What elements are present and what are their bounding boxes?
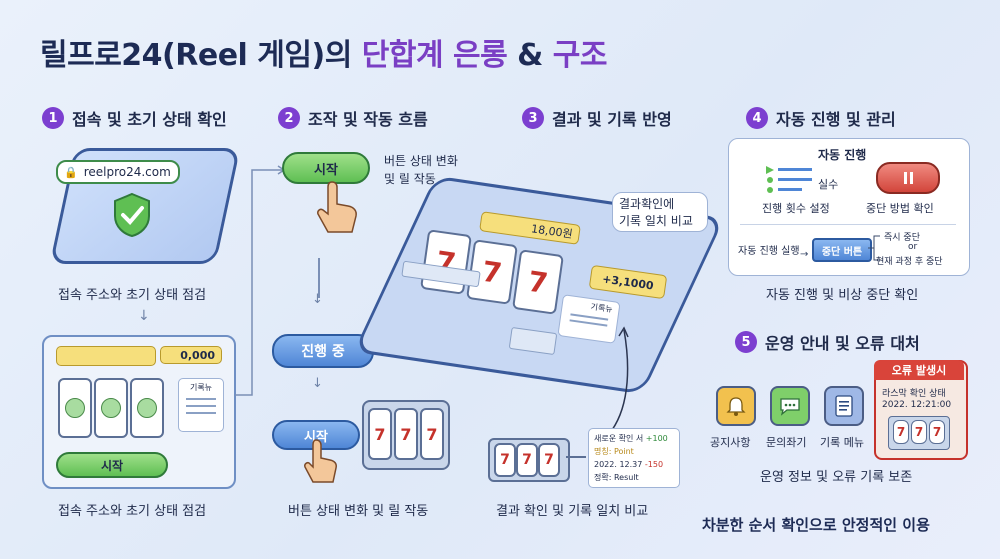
s4-stop-button[interactable]: 중단 버튼 [812, 238, 872, 262]
s1-start-button[interactable]: 시작 [56, 452, 168, 478]
s2-note-line1: 버튼 상태 변화 [384, 154, 458, 168]
s2-caption: 버튼 상태 변화 및 릴 작동 [288, 504, 429, 519]
s1-balance: 0,000 [160, 346, 222, 364]
document-list-icon[interactable] [824, 386, 864, 426]
s4-stop-label: 중단 방법 확인 [866, 202, 934, 215]
s5-caption: 운영 정보 및 오류 기록 보존 [760, 470, 913, 485]
s2-reel-2: 7 [394, 408, 418, 460]
s3-mini-reel-1: 7 [494, 443, 516, 477]
s1-bet-field [56, 346, 156, 366]
arrow-down-icon: ↓ [138, 308, 150, 324]
s5-record-menu-label: 기록 메뉴 [820, 436, 864, 449]
pause-icon [903, 172, 913, 184]
s3-reel-3: 7 [512, 249, 564, 315]
s5-reel-2: 7 [911, 420, 927, 444]
s5-reel-3: 7 [929, 420, 945, 444]
s2-reel-3: 7 [420, 408, 444, 460]
s1-record-card: 기록뉴 [178, 378, 224, 432]
s1-caption-top: 접속 주소와 초기 상태 점검 [58, 288, 207, 303]
s3-caption: 결과 확인 및 기록 일치 비교 [496, 504, 649, 519]
s4-branch [868, 235, 880, 261]
s2-start-button[interactable]: 시작 [282, 152, 370, 184]
s5-error-line1: 라스막 확인 상태 [882, 389, 946, 399]
hand-pointer-icon [317, 181, 357, 233]
pause-button[interactable] [876, 162, 940, 194]
s2-arrow-line-1 [318, 258, 320, 298]
url-bar[interactable]: 🔒 reelpro24.com [56, 160, 180, 184]
s4-divider [740, 224, 956, 225]
chat-bubble-icon[interactable] [770, 386, 810, 426]
s1-reel-3 [130, 378, 164, 438]
s4-or: or [908, 242, 918, 252]
s5-reel-1: 7 [893, 420, 909, 444]
s1-caption-bottom: 접속 주소와 초기 상태 점검 [58, 504, 207, 519]
hand-pointer-icon [304, 439, 337, 483]
s4-exec-label: 자동 진행 실행 [738, 246, 800, 257]
s4-real-label: 실수 [818, 178, 839, 191]
s5-error-title: 오류 발생시 [874, 360, 964, 380]
bell-icon[interactable] [716, 386, 756, 426]
s4-caption: 자동 진행 및 비상 중단 확인 [766, 288, 919, 303]
arrow-down-icon: ↓ [312, 292, 323, 307]
s3-callout: 결과확인에 기록 일치 비교 [612, 192, 708, 232]
page-title: 릴프로24(Reel 게임)의 단합계 은롱 & 구조 [40, 38, 607, 73]
list-settings-icon [766, 166, 812, 193]
s2-note-line2: 및 릴 작동 [384, 172, 436, 186]
lock-icon: 🔒 [64, 165, 78, 179]
s3-up-arrow [611, 326, 629, 431]
s1-reel-2 [94, 378, 128, 438]
s3-mini-reel-3: 7 [538, 443, 560, 477]
footer-text: 차분한 순서 확인으로 안정적인 이용 [702, 516, 930, 534]
s2-progress-button[interactable]: 진행 중 [272, 334, 374, 368]
s3-link-line [566, 456, 586, 458]
s4-box-title: 자동 진행 [818, 148, 867, 162]
arrow-right-icon: → [800, 249, 809, 260]
shield-check-icon [114, 192, 150, 238]
s1-reel-1 [58, 378, 92, 438]
s4-option-2: 현재 과정 후 중단 [876, 257, 943, 267]
s5-inquiry-label: 문의좌기 [766, 436, 807, 449]
s4-count-label: 진행 횟수 설정 [762, 202, 830, 215]
s5-notice-label: 공지사항 [710, 436, 751, 449]
s2-reel-1: 7 [368, 408, 392, 460]
s4-option-1: 즉시 중단 [884, 233, 920, 243]
s3-mini-reel-2: 7 [516, 443, 538, 477]
arrow-down-icon: ↓ [312, 376, 323, 391]
s3-log-card: 새로운 확인 서 +100 명칭: Point 2022. 12.37 -150… [588, 428, 680, 488]
s5-error-line2: 2022. 12:21:00 [882, 400, 952, 410]
